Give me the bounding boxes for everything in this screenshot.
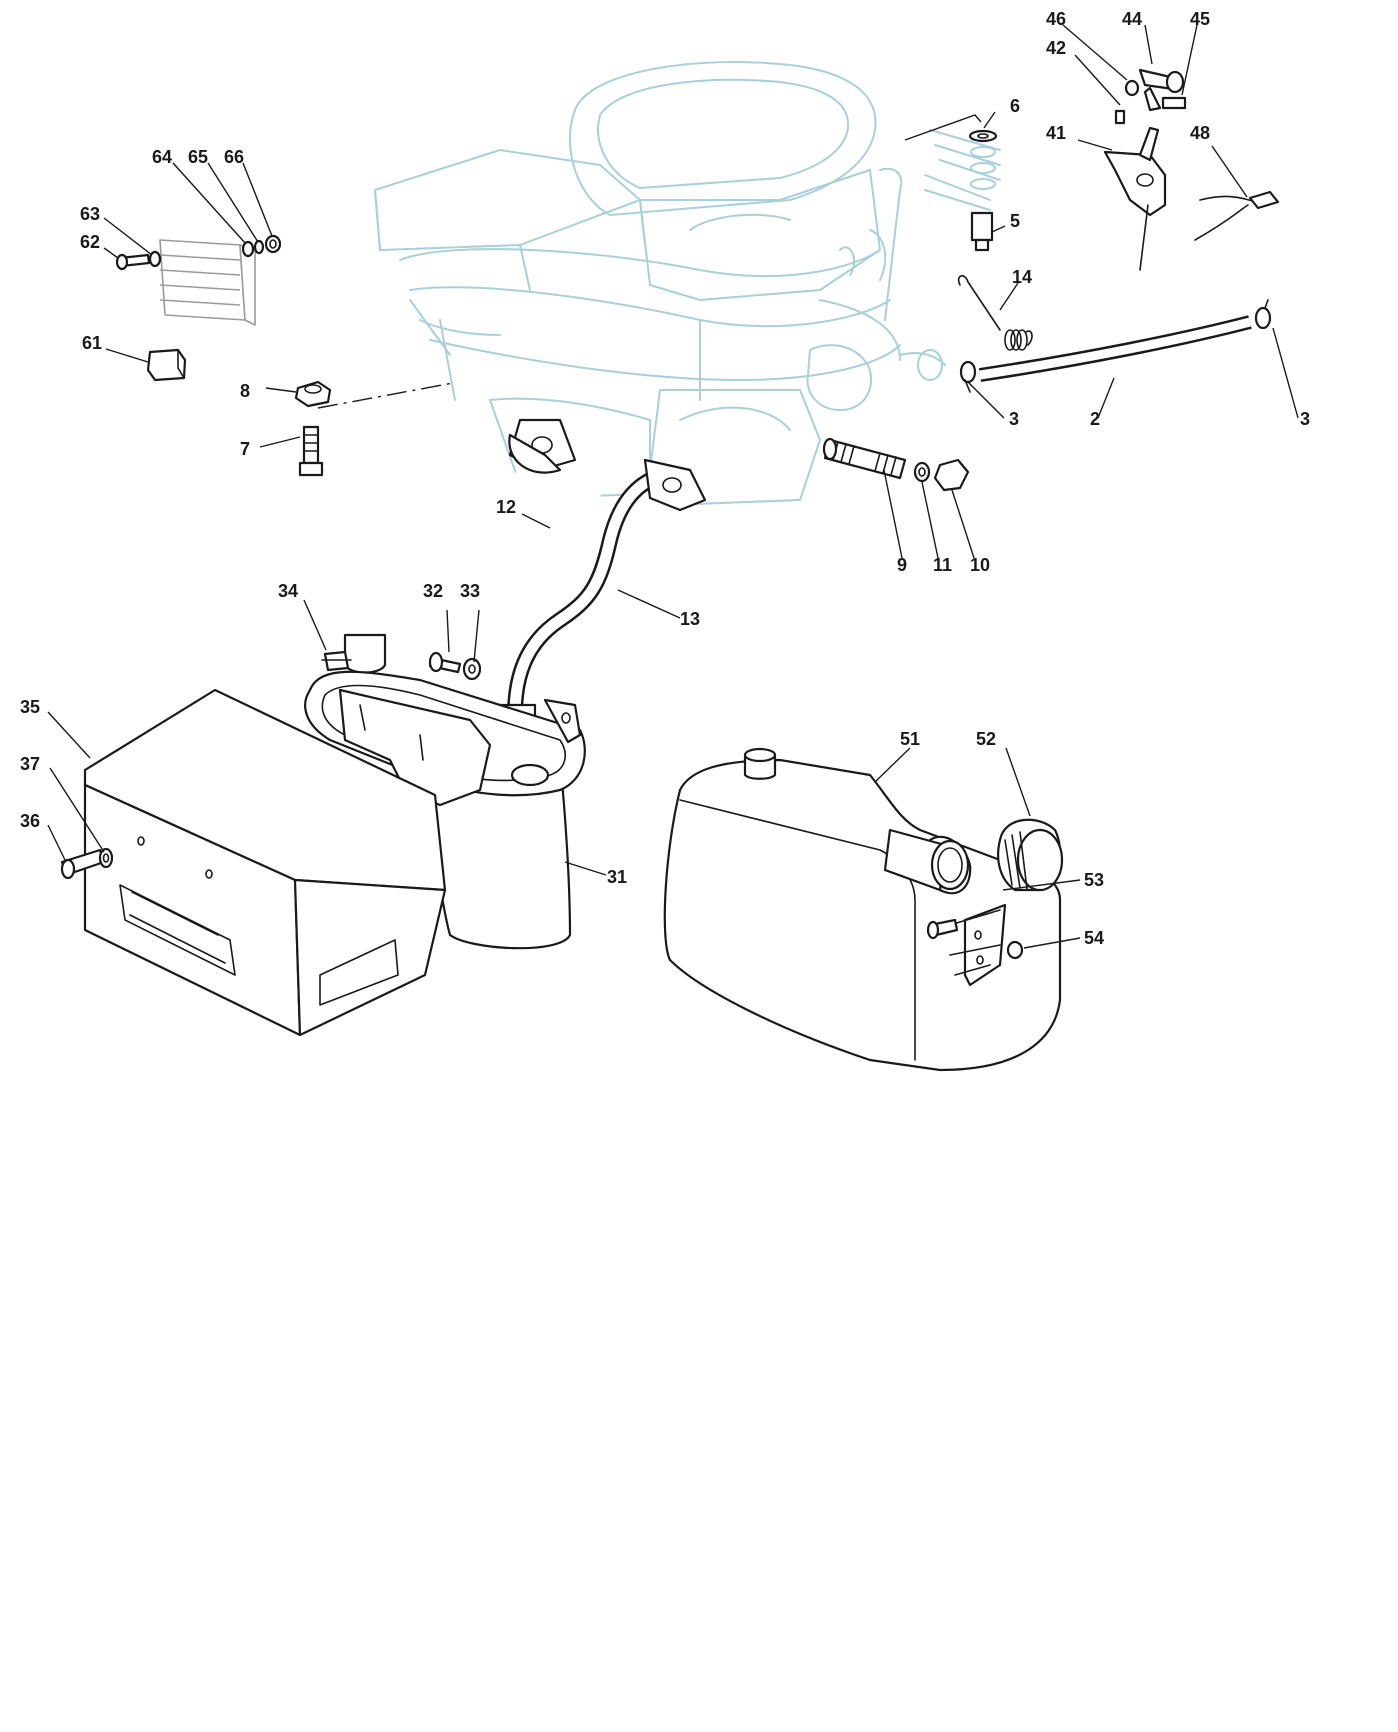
fuel-cap-52: [997, 818, 1064, 892]
cap-nut-10: [933, 458, 970, 492]
exhaust-pipe-12: [343, 418, 601, 674]
clip-34: [321, 650, 352, 672]
callout-36: 36: [20, 811, 40, 831]
callout-6: 6: [1010, 96, 1020, 116]
muffler-31: [304, 670, 586, 950]
callout-46: 46: [1046, 9, 1066, 29]
callout-41: 41: [1046, 123, 1066, 143]
leader-lines: [47, 24, 1299, 949]
regulator-heatsink: [159, 239, 256, 326]
clamp-44: [1138, 68, 1185, 112]
screw-36: [60, 848, 106, 880]
relay-61: [146, 348, 187, 382]
washer-11: [913, 461, 931, 483]
bolt-5: [970, 211, 994, 252]
callout-44: 44: [1122, 9, 1142, 29]
drain-fitting-9: [822, 437, 907, 480]
screw-45: [1161, 96, 1187, 110]
callout-52: 52: [976, 729, 996, 749]
callout-54: 54: [1084, 928, 1104, 948]
callout-8: 8: [240, 381, 250, 401]
washer-65: [253, 239, 265, 255]
callout-42: 42: [1046, 38, 1066, 58]
callout-11: 11: [933, 555, 952, 575]
bolt-7: [298, 425, 324, 477]
screw-42: [1114, 109, 1126, 125]
callout-13: 13: [680, 609, 700, 629]
callout-53: 53: [1084, 870, 1104, 890]
callout-62: 62: [80, 232, 100, 252]
washer-stack-6: [968, 129, 998, 190]
callout-65: 65: [188, 147, 208, 167]
callout-33: 33: [460, 581, 480, 601]
hose-clamp-3-left: [959, 360, 977, 393]
callout-7: 7: [240, 439, 250, 459]
spring-14: [957, 275, 1033, 351]
nut-8: [294, 380, 332, 408]
throttle-bracket-41: [1103, 126, 1167, 271]
callout-37: 37: [20, 754, 40, 774]
callout-51: 51: [900, 729, 920, 749]
callout-66: 66: [224, 147, 244, 167]
heat-shield-35: [83, 688, 447, 1037]
callout-63: 63: [80, 204, 100, 224]
washer-37: [98, 847, 114, 869]
callout-2: 2: [1090, 409, 1100, 429]
washer-64: [241, 240, 255, 258]
bracket-53: [926, 903, 1007, 987]
fuel-hose-2: [978, 315, 1252, 382]
callout-61: 61: [82, 333, 102, 353]
callout-32: 32: [423, 581, 443, 601]
washer-33: [462, 657, 482, 681]
nut-66: [264, 234, 282, 254]
callout-3-right: 3: [1300, 409, 1310, 429]
callout-12: 12: [496, 497, 516, 517]
callout-45: 45: [1190, 9, 1210, 29]
washer-63: [148, 250, 162, 268]
hose-clamp-3-right: [1254, 299, 1272, 330]
callout-10: 10: [970, 555, 990, 575]
callout-64: 64: [152, 147, 172, 167]
callout-48: 48: [1190, 123, 1210, 143]
callout-9: 9: [897, 555, 907, 575]
nut-54: [1006, 940, 1024, 960]
callout-labels: 2 3 3 5 6 7 8 9 10 11 12 13 14 31 32 33 …: [20, 9, 1310, 948]
callout-35: 35: [20, 697, 40, 717]
callout-31: 31: [607, 867, 627, 887]
cable-48: [1194, 190, 1280, 241]
screw-32: [428, 651, 462, 674]
callout-14: 14: [1012, 267, 1032, 287]
fuel-tank-51: [663, 747, 1062, 1072]
callout-3-left: 3: [1009, 409, 1019, 429]
engine-ghost-outline: [374, 61, 1001, 506]
callout-5: 5: [1010, 211, 1020, 231]
washer-46: [1124, 79, 1140, 97]
callout-34: 34: [278, 581, 298, 601]
screw-62: [115, 253, 151, 271]
